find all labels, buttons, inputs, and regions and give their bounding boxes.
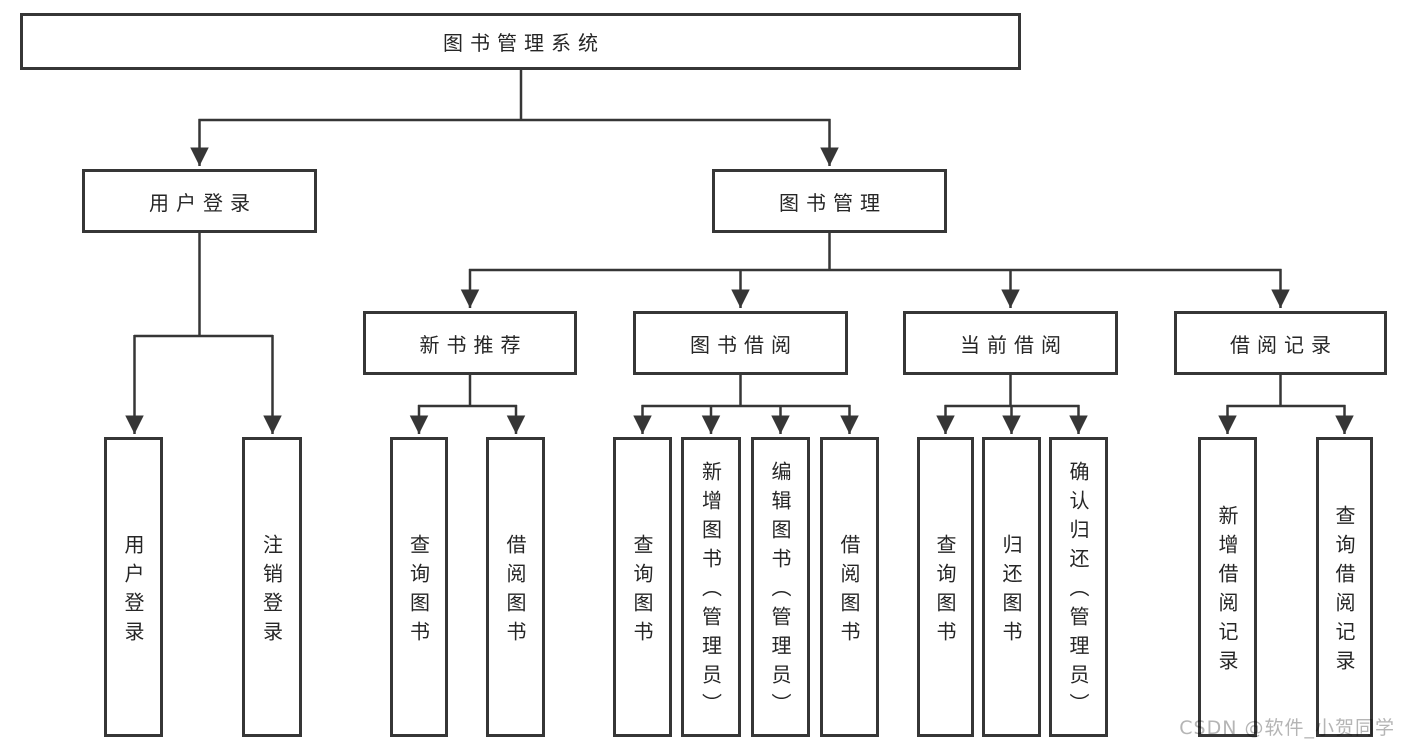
node-root: 图书管理系统 — [20, 13, 1021, 70]
node-leaf-return-book-label: 归还图书 — [999, 533, 1023, 650]
node-leaf-query-book-2: 查询图书 — [613, 437, 672, 737]
node-leaf-add-book-label: 新增图书（管理员） — [698, 461, 723, 722]
node-leaf-borrow-book-1-label: 借阅图书 — [503, 533, 527, 650]
node-new-book-recommend-label: 新书推荐 — [419, 332, 528, 357]
edge-book-management-to-level3 — [460, 233, 1290, 308]
edge-root-to-level2 — [190, 70, 839, 166]
node-leaf-user-login: 用户登录 — [104, 437, 163, 737]
node-leaf-logout: 注销登录 — [242, 437, 302, 737]
node-borrow-records: 借阅记录 — [1174, 311, 1387, 375]
node-leaf-edit-book: 编辑图书（管理员） — [751, 437, 810, 737]
edge-user-login-to-leaves — [125, 233, 282, 434]
node-user-login-label: 用户登录 — [149, 190, 257, 215]
node-book-management: 图书管理 — [712, 169, 947, 233]
node-leaf-confirm-return: 确认归还（管理员） — [1049, 437, 1108, 737]
node-new-book-recommend: 新书推荐 — [363, 311, 577, 375]
node-current-borrow-label: 当前借阅 — [960, 332, 1068, 357]
edge-new-book-recommend-to-leaves — [409, 375, 526, 434]
node-leaf-query-book-1: 查询图书 — [390, 437, 448, 737]
edge-current-borrow-to-leaves — [936, 375, 1088, 434]
node-leaf-borrow-book-2-label: 借阅图书 — [837, 533, 861, 650]
node-leaf-confirm-return-label: 确认归还（管理员） — [1066, 461, 1090, 722]
edge-book-borrow-to-leaves — [633, 375, 859, 434]
node-leaf-edit-book-label: 编辑图书（管理员） — [768, 461, 792, 722]
node-user-login: 用户登录 — [82, 169, 317, 233]
node-leaf-add-borrow-record: 新增借阅记录 — [1198, 437, 1257, 737]
node-leaf-query-book-3: 查询图书 — [917, 437, 974, 737]
node-leaf-add-borrow-record-label: 新增借阅记录 — [1215, 504, 1239, 679]
node-borrow-records-label: 借阅记录 — [1230, 332, 1338, 357]
node-book-borrow: 图书借阅 — [633, 311, 848, 375]
node-leaf-add-book: 新增图书（管理员） — [681, 437, 741, 737]
node-leaf-return-book: 归还图书 — [982, 437, 1041, 737]
node-leaf-query-book-2-label: 查询图书 — [630, 533, 654, 650]
node-leaf-borrow-book-2: 借阅图书 — [820, 437, 879, 737]
node-leaf-query-book-1-label: 查询图书 — [406, 533, 431, 650]
node-leaf-logout-label: 注销登录 — [259, 533, 284, 650]
node-leaf-user-login-label: 用户登录 — [121, 533, 145, 650]
node-leaf-query-borrow-record-label: 查询借阅记录 — [1332, 504, 1356, 679]
node-book-borrow-label: 图书借阅 — [690, 332, 798, 357]
csdn-watermark: CSDN @软件_小贺同学 — [1179, 717, 1395, 739]
edge-borrow-records-to-leaves — [1218, 375, 1354, 434]
node-root-label: 图书管理系统 — [443, 31, 605, 55]
node-leaf-borrow-book-1: 借阅图书 — [486, 437, 545, 737]
node-current-borrow: 当前借阅 — [903, 311, 1118, 375]
node-book-management-label: 图书管理 — [779, 190, 887, 215]
node-leaf-query-book-3-label: 查询图书 — [933, 533, 957, 650]
node-leaf-query-borrow-record: 查询借阅记录 — [1316, 437, 1373, 737]
